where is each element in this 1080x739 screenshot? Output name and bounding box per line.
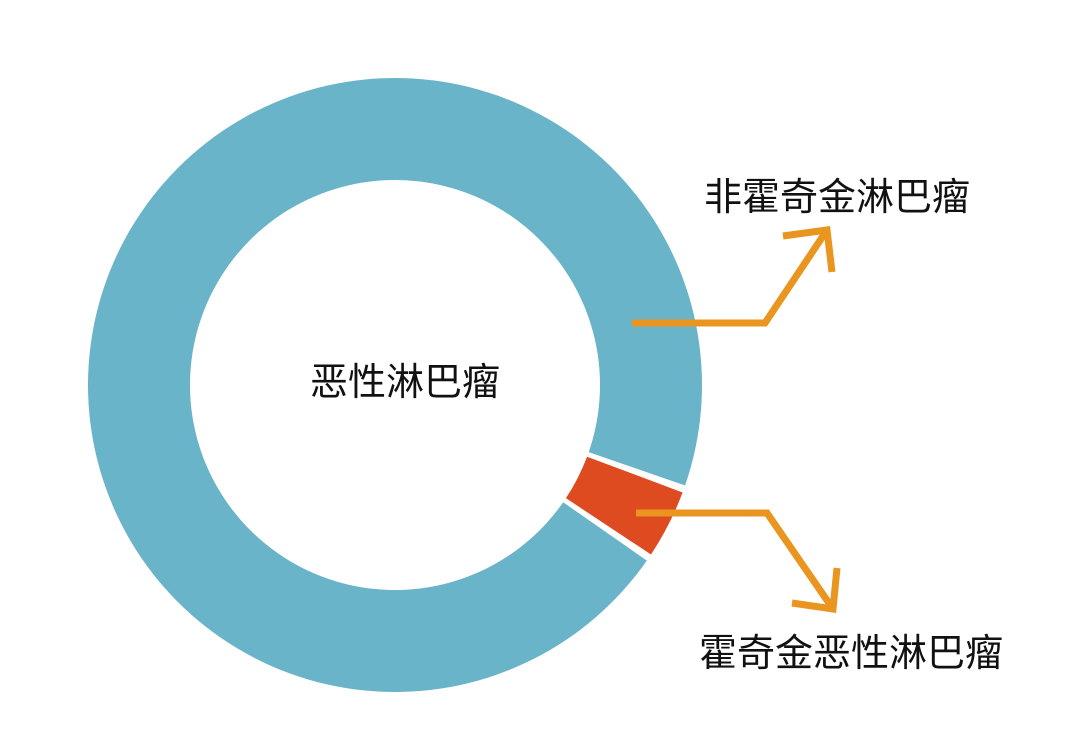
callout-arrowhead-hodgkin xyxy=(791,567,841,613)
slice-hodgkin xyxy=(565,456,683,555)
donut-slices xyxy=(87,78,702,693)
slice-label-nonhodgkin: 非霍奇金淋巴瘤 xyxy=(704,175,970,219)
callout-arrowhead-nonhodgkin xyxy=(782,226,836,273)
slice-nonhodgkin xyxy=(87,78,702,693)
callout-arrow-nonhodgkin xyxy=(632,228,830,327)
callout-arrow-hodgkin xyxy=(636,509,836,611)
center-label: 恶性淋巴瘤 xyxy=(310,360,500,404)
callout-nonhodgkin: 非霍奇金淋巴瘤 xyxy=(632,175,970,327)
slice-label-hodgkin: 霍奇金恶性淋巴瘤 xyxy=(699,631,1003,675)
callout-hodgkin: 霍奇金恶性淋巴瘤 xyxy=(636,509,1003,675)
